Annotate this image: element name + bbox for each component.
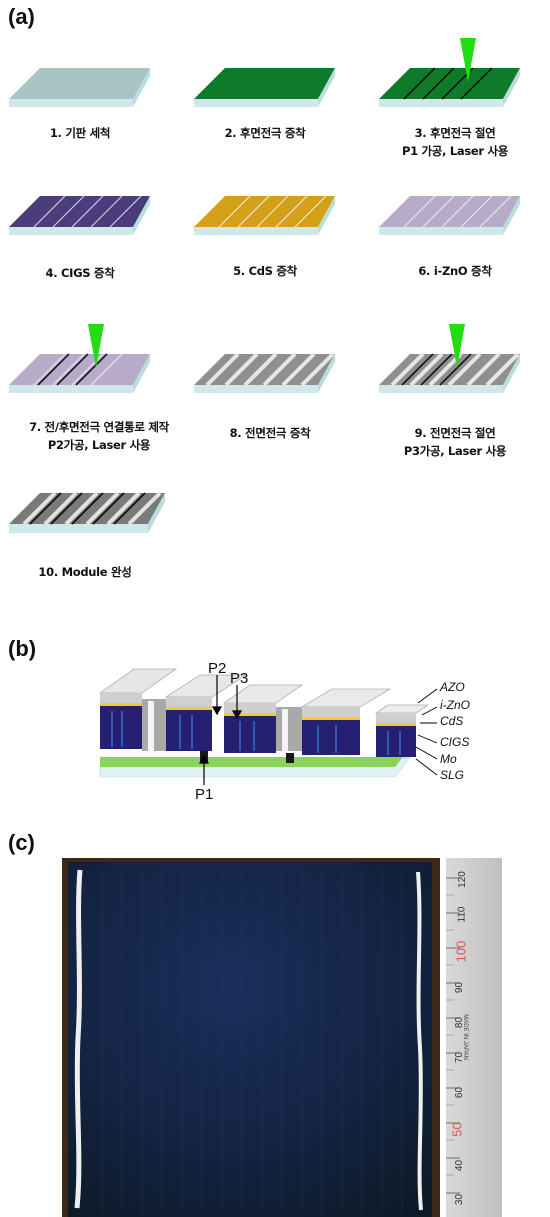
step-3-p1-scribing — [379, 38, 520, 107]
step-8-front-electrode — [194, 352, 335, 393]
panel-label-c: (c) — [8, 830, 35, 855]
module-structure-diagram — [98, 668, 438, 785]
ruler-number: 120 — [456, 871, 468, 888]
step-caption-5: 5. CdS 증착 — [233, 264, 297, 278]
laser-beam-icon — [460, 38, 476, 82]
step-caption-2: 2. 후면전극 증착 — [224, 126, 306, 140]
step-2-back-electrode — [194, 68, 335, 107]
p2-label: P2 — [208, 660, 227, 677]
layer-label-cds: CdS — [440, 714, 464, 728]
module-photo — [62, 858, 502, 1217]
step-7-p2-scribing — [9, 324, 150, 393]
panel-label-b: (b) — [8, 636, 37, 661]
layer-label-cigs: CIGS — [440, 735, 470, 749]
step-caption-10: 10. Module 완성 — [38, 565, 132, 579]
layer-label-izno: i-ZnO — [440, 698, 470, 712]
layer-label-azo: AZO — [440, 680, 465, 694]
step-10-module — [9, 491, 165, 533]
ruler: 120 110 100 90 80 70 60 50 40 30 MADE IN… — [448, 864, 488, 1216]
panel-label-a: (a) — [8, 4, 35, 29]
ruler-number: 30 — [454, 1193, 466, 1206]
layer-label-mo: Mo — [440, 752, 457, 766]
step-9-p3-scribing — [379, 324, 520, 393]
p1-label: P1 — [195, 786, 214, 803]
ruler-number: 50 — [449, 1122, 465, 1137]
step-1-substrate — [9, 68, 150, 107]
step-caption-1: 1. 기판 세척 — [49, 126, 111, 140]
ruler-number: 40 — [454, 1159, 466, 1172]
ruler-number: 90 — [454, 981, 466, 994]
laser-beam-icon — [88, 324, 104, 368]
step-caption-6: 6. i-ZnO 증착 — [418, 264, 492, 278]
ruler-number: 110 — [456, 906, 468, 923]
laser-beam-icon — [449, 324, 465, 368]
scribe-arrows — [198, 675, 243, 785]
layer-label-slg: SLG — [440, 768, 465, 782]
step-caption-4: 4. CIGS 증착 — [45, 266, 115, 280]
step-caption-8: 8. 전면전극 증착 — [229, 426, 311, 440]
step-5-cds — [194, 195, 335, 235]
step-4-cigs — [9, 195, 150, 235]
process-steps-diagram — [9, 38, 520, 533]
ruler-number: 100 — [453, 940, 469, 963]
p3-label: P3 — [230, 670, 249, 687]
ruler-made-in-text: MADE IN JAPAN — [461, 1014, 468, 1060]
ruler-number: 60 — [454, 1086, 466, 1099]
step-6-izno — [379, 195, 520, 235]
